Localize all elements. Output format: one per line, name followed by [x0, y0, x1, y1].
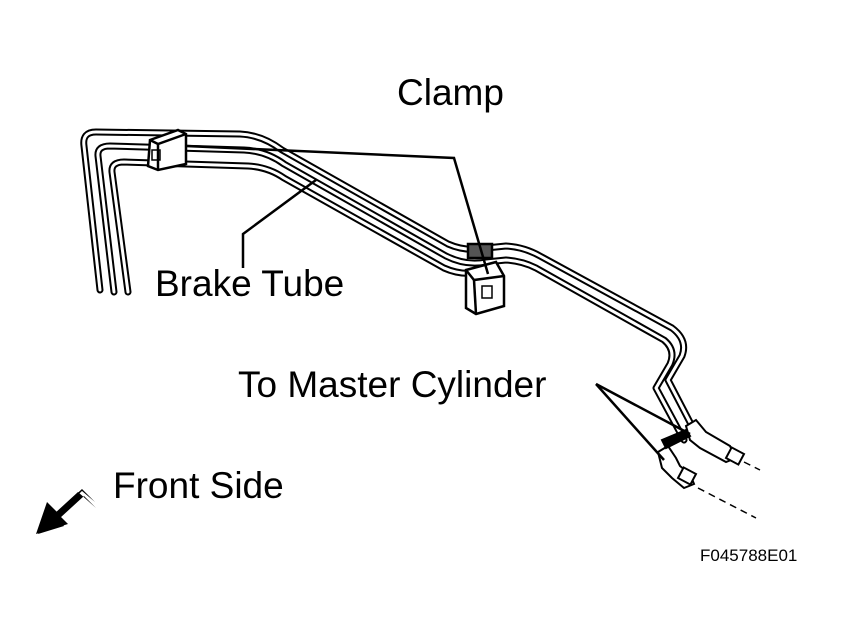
brake-tube-label: Brake Tube: [155, 263, 345, 304]
extension-lines: [697, 461, 761, 519]
front-side-arrow-icon: [36, 489, 96, 534]
master-cylinder-leader: [595, 382, 691, 436]
left-clamp: [146, 128, 188, 172]
center-clamp: [464, 242, 506, 316]
leader-lines: [185, 144, 691, 461]
clamp-label: Clamp: [397, 72, 504, 113]
brake-tube-leader: [241, 178, 317, 268]
clamp-leader: [185, 144, 490, 275]
master-cylinder-label: To Master Cylinder: [238, 364, 547, 405]
tube-fittings: [656, 418, 746, 490]
figure-code: F045788E01: [700, 546, 798, 565]
front-side-label: Front Side: [113, 465, 284, 506]
